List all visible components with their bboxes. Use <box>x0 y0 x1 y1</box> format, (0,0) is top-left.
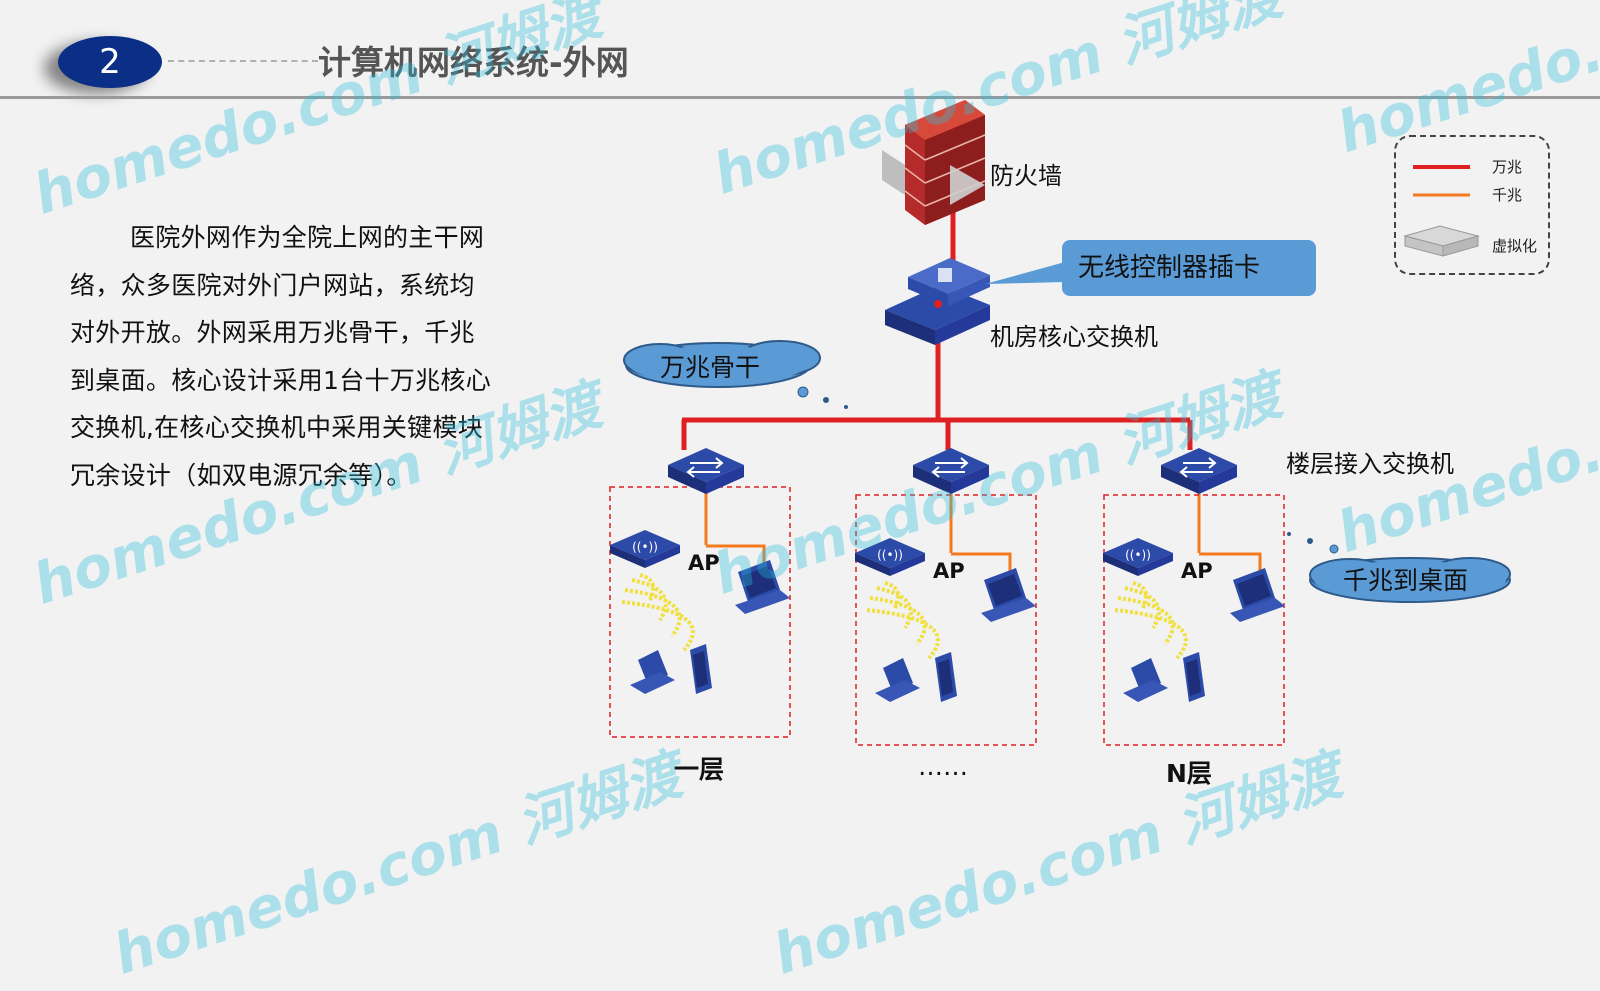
desktop-pc-icon-2 <box>981 568 1036 622</box>
firewall-icon <box>882 100 986 225</box>
floor-label-2: …… <box>918 752 968 781</box>
ap-label-1: AP <box>688 551 720 575</box>
desktop-pc-icon-1 <box>735 560 790 614</box>
ap-label-3: AP <box>1181 559 1213 583</box>
access-point-icon-1: ((•)) <box>610 530 680 568</box>
core-switch-label: 机房核心交换机 <box>990 323 1158 351</box>
floor2-pc-link <box>951 552 1012 578</box>
legend-box <box>1394 135 1550 275</box>
header-dash-line <box>168 60 318 62</box>
access-point-icon-3: ((•)) <box>1103 538 1173 576</box>
tablet-icon-1 <box>690 644 712 694</box>
ap-label-2: AP <box>933 559 965 583</box>
body-paragraph: 医院外网作为全院上网的主干网络，众多医院对外门户网站，系统均对外开放。外网采用万… <box>70 223 492 490</box>
legend-label-virtualization: 虚拟化 <box>1492 237 1538 255</box>
legend-label-gig: 千兆 <box>1492 186 1523 204</box>
floor2-box <box>855 494 1037 746</box>
header-divider <box>0 96 1600 99</box>
callout-pointer <box>985 262 1065 284</box>
tablet-icon-3 <box>1183 652 1205 702</box>
laptop-icon-1 <box>630 650 675 694</box>
desktop-pc-icon-3 <box>1230 568 1285 622</box>
floor-label-3: N层 <box>1166 759 1212 788</box>
access-switch-icon-1 <box>668 448 744 494</box>
access-switch-icon-3 <box>1161 448 1237 494</box>
desktop-cloud-label: 千兆到桌面 <box>1343 566 1469 595</box>
network-diagram: ((•)) ((•)) <box>609 100 1511 746</box>
tablet-icon-2 <box>935 652 957 702</box>
backbone-cloud-label: 万兆骨干 <box>660 353 761 382</box>
svg-text:((•)): ((•)) <box>877 548 903 562</box>
access-switch-label: 楼层接入交换机 <box>1286 450 1454 478</box>
access-point-icon-2: ((•)) <box>855 538 925 576</box>
laptop-icon-2 <box>875 658 920 702</box>
firewall-label: 防火墙 <box>990 162 1062 190</box>
floor1-pc-link <box>706 544 766 570</box>
access-switch-icon-2 <box>913 448 989 494</box>
wifi-signal-icon-1 <box>621 573 695 652</box>
core-switch-icon <box>885 258 990 345</box>
backbone-cloud <box>623 340 848 409</box>
section-number-badge: 2 <box>58 36 162 88</box>
legend-label-ten-gig: 万兆 <box>1492 158 1523 176</box>
floor1-box <box>609 486 791 738</box>
page-title: 计算机网络系统-外网 <box>318 43 629 82</box>
wifi-signal-icon-2 <box>866 581 940 660</box>
desktop-cloud <box>1287 532 1511 603</box>
laptop-icon-3 <box>1123 658 1168 702</box>
legend-virtualization-icon <box>1403 225 1480 257</box>
floor3-box <box>1103 494 1285 746</box>
svg-text:((•)): ((•)) <box>632 540 658 554</box>
svg-text:((•)): ((•)) <box>1125 548 1151 562</box>
wireless-controller-callout: 无线控制器插卡 <box>1062 240 1316 296</box>
wifi-signal-icon-3 <box>1114 581 1188 660</box>
floor-label-1: 一层 <box>674 755 725 784</box>
